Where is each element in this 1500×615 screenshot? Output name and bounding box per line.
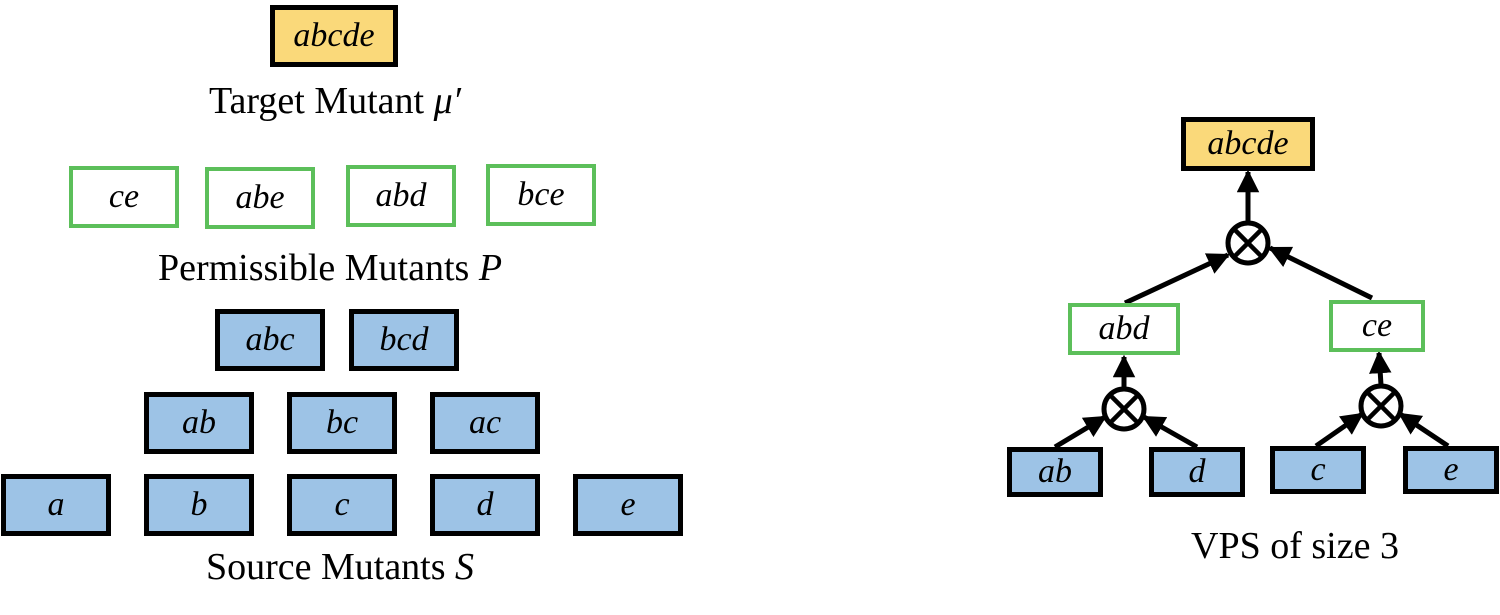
- edge-e-to-op: [1398, 411, 1450, 449]
- vps-caption: VPS of size 3: [1191, 525, 1399, 567]
- vps-leaf-box: ab: [1007, 447, 1103, 497]
- vps-leaf-box: c: [1270, 446, 1366, 494]
- edge-op-right-to-ce: [1369, 350, 1392, 386]
- target-caption-symbol: μ′: [433, 80, 461, 122]
- source-mutant-box: c: [287, 474, 397, 536]
- target-caption-text: Target Mutant: [209, 80, 434, 122]
- source-mutant-box: d: [430, 474, 540, 536]
- permissible-caption-symbol: P: [478, 247, 503, 289]
- source-mutant-box: bc: [287, 392, 397, 454]
- permissible-mutant-box: bce: [486, 164, 596, 226]
- circled-times-icon: [1101, 386, 1147, 432]
- permissible-mutant-box: abd: [346, 165, 456, 227]
- source-mutant-box: bcd: [349, 309, 459, 371]
- source-mutant-box: e: [573, 474, 683, 536]
- vps-root-box: abcde: [1181, 117, 1315, 171]
- permissible-mutants-caption: Permissible Mutants P: [120, 249, 540, 287]
- source-caption-text: Source Mutants: [205, 546, 456, 588]
- circled-times-icon: [1358, 383, 1404, 429]
- source-mutant-box: ab: [144, 392, 254, 454]
- permissible-caption-text: Permissible Mutants: [157, 247, 479, 289]
- vps-leaf-box: d: [1149, 447, 1245, 497]
- permissible-mutant-box: abe: [205, 167, 315, 229]
- target-mutant-caption: Target Mutant μ′: [170, 82, 500, 120]
- source-caption-symbol: S: [455, 546, 475, 588]
- edge-ab-to-op: [1053, 414, 1107, 450]
- source-mutants-caption: Source Mutants S: [140, 548, 540, 586]
- circled-times-icon: [1225, 220, 1271, 266]
- source-mutant-box: a: [1, 474, 111, 536]
- edge-ce-to-op: [1267, 245, 1374, 301]
- edge-c-to-op: [1314, 411, 1364, 449]
- permissible-mutant-box: ce: [69, 166, 179, 228]
- vps-mid-right-box: ce: [1329, 300, 1425, 352]
- target-mutant-box: abcde: [270, 5, 398, 67]
- vps-leaf-box: e: [1403, 446, 1499, 494]
- edge-d-to-op: [1142, 414, 1199, 450]
- source-mutant-box: ac: [430, 392, 540, 454]
- vps-mid-left-box: abd: [1068, 303, 1180, 355]
- source-mutant-box: b: [144, 474, 254, 536]
- edge-abd-to-op: [1123, 252, 1231, 306]
- source-mutant-box: abc: [215, 309, 325, 371]
